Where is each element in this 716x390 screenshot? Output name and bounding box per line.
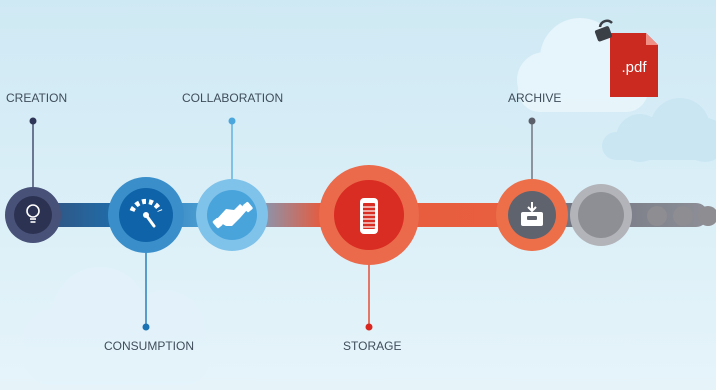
ellipsis-icon xyxy=(647,206,716,226)
archive-box-icon xyxy=(521,202,543,226)
handshake-icon xyxy=(212,201,253,229)
consumption-label: CONSUMPTION xyxy=(104,339,194,353)
stage-storage xyxy=(319,165,419,265)
stage-archive xyxy=(496,179,568,251)
stage-consumption xyxy=(108,177,184,253)
connector-creation xyxy=(29,117,37,188)
cloud-right xyxy=(602,98,716,162)
pdf-label: .pdf xyxy=(621,59,647,76)
speedometer-icon xyxy=(129,198,163,228)
pdf-document-badge xyxy=(610,33,658,97)
padlock-icon xyxy=(594,19,613,42)
storage-label: STORAGE xyxy=(343,339,402,353)
storage-container-icon xyxy=(360,198,378,234)
stage-creation xyxy=(5,187,61,243)
connector-collaboration xyxy=(228,117,236,188)
lightbulb-icon xyxy=(26,204,40,223)
connector-archive xyxy=(528,117,536,188)
stage-collaboration xyxy=(196,179,268,251)
cloud-bottom-left xyxy=(23,267,210,385)
connector-consumption xyxy=(142,250,150,331)
collaboration-label: COLLABORATION xyxy=(182,91,284,105)
stage-continuation xyxy=(570,184,632,246)
creation-label: CREATION xyxy=(6,91,68,105)
archive-label: ARCHIVE xyxy=(508,91,562,105)
connector-storage xyxy=(365,260,373,331)
